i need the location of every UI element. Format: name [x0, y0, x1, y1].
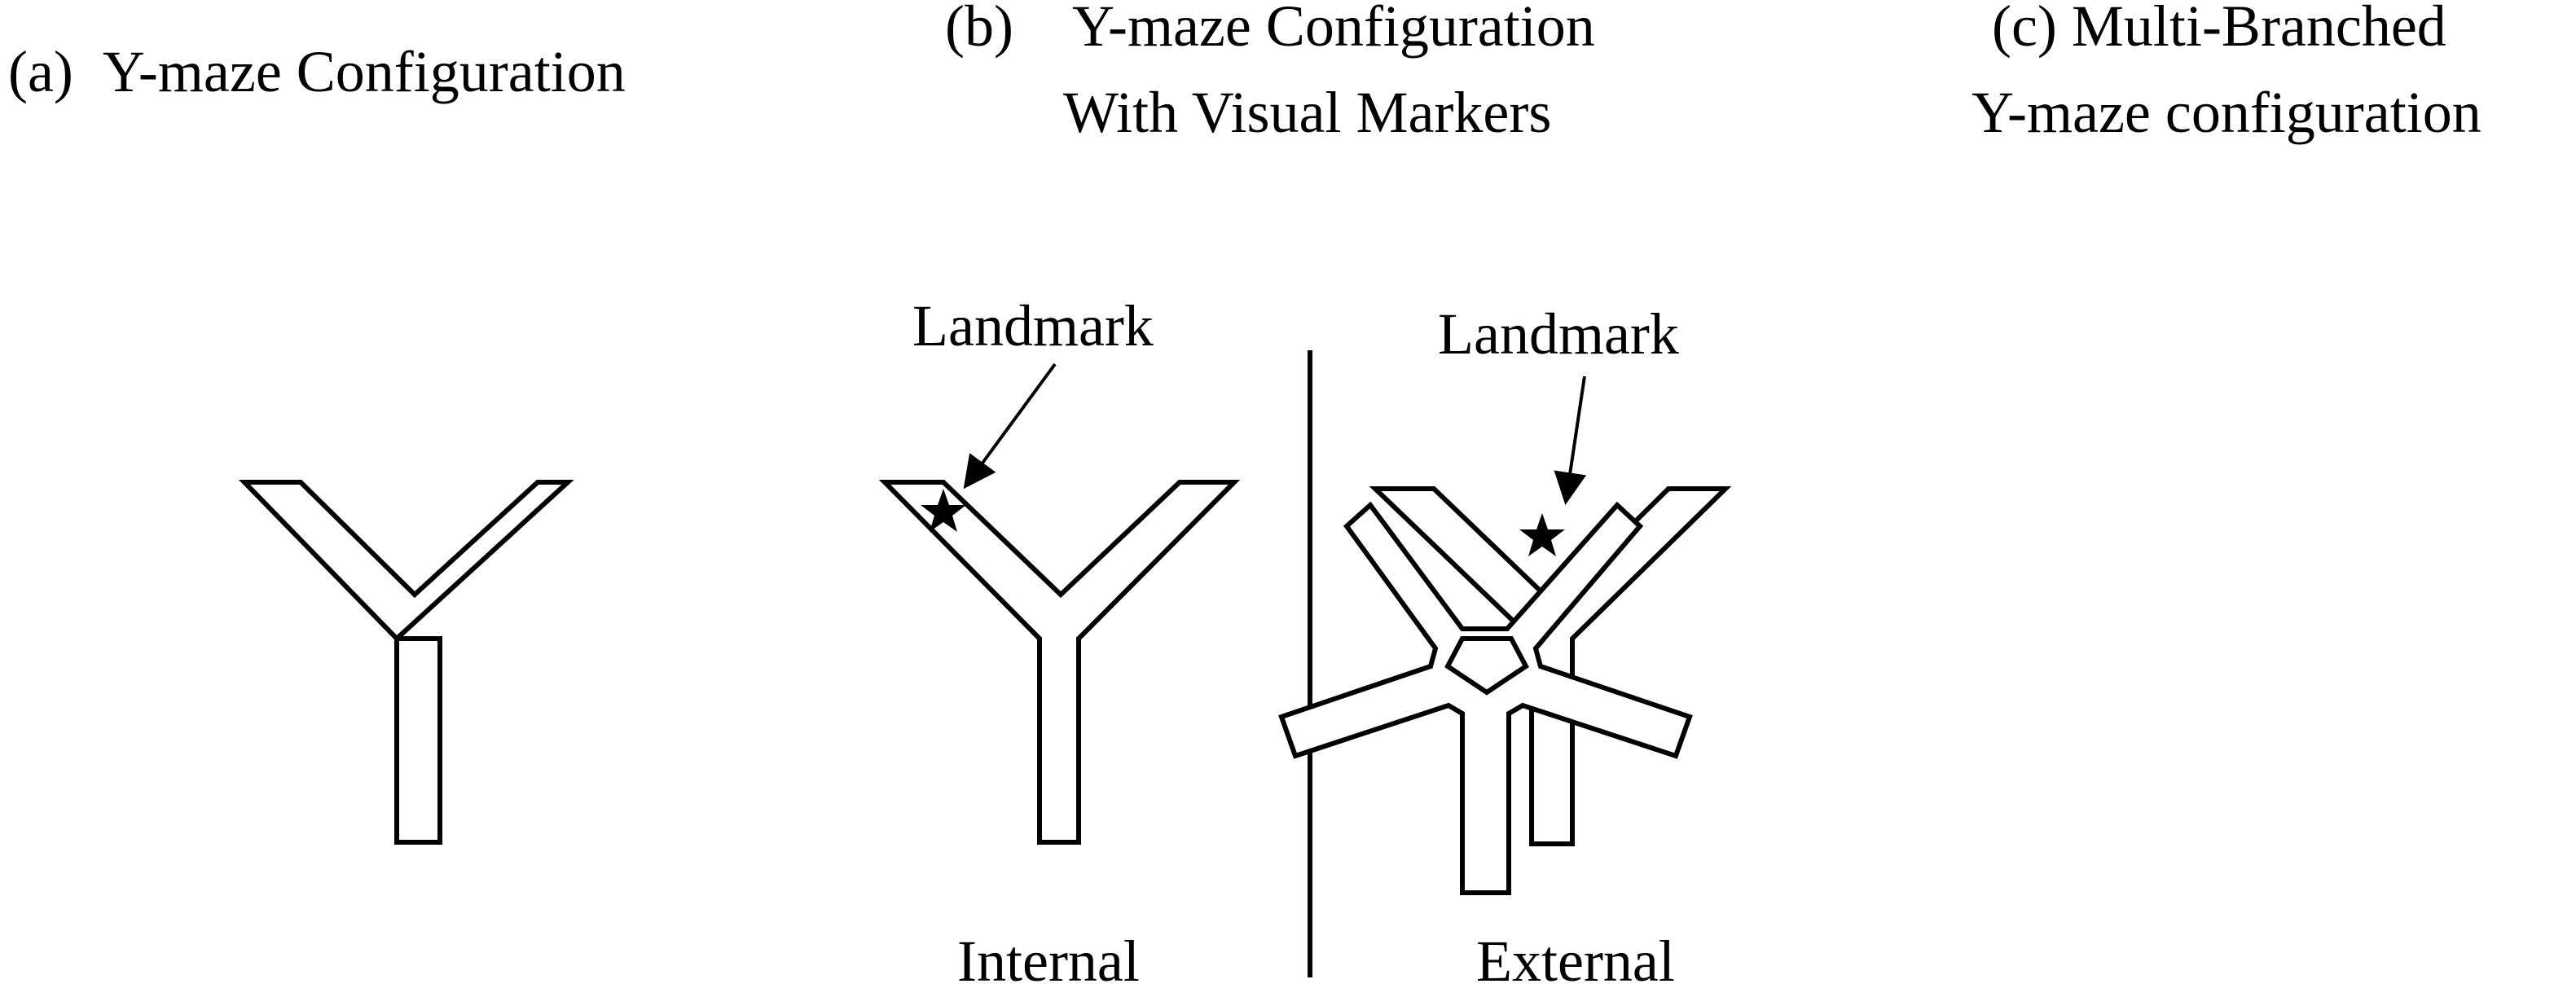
panel-c-title-line2: Y-maze configuration [1972, 80, 2481, 145]
maze-c-hub [1444, 636, 1529, 696]
star-icon [1519, 513, 1565, 556]
panel-a-title: (a) Y-maze Configuration [8, 39, 626, 104]
panel-b-title-line1: (b) Y-maze Configuration [945, 0, 1595, 59]
star-icon [921, 489, 966, 532]
panel-b-title-line2: With Visual Markers [1063, 80, 1552, 145]
landmark-label-internal: Landmark [912, 293, 1154, 358]
caption-internal: Internal [957, 929, 1140, 994]
arrow-icon [963, 362, 1057, 490]
panel-c-title-line1: (c) Multi-Branched [1992, 0, 2446, 59]
caption-external: External [1476, 929, 1675, 994]
y-maze-a [238, 480, 574, 845]
y-maze-b-internal [878, 480, 1241, 845]
landmark-label-external: Landmark [1438, 301, 1679, 367]
maze-c-outline [1278, 501, 1693, 895]
arrow-icon [1554, 376, 1587, 505]
multi-branched-maze [1278, 501, 1693, 895]
